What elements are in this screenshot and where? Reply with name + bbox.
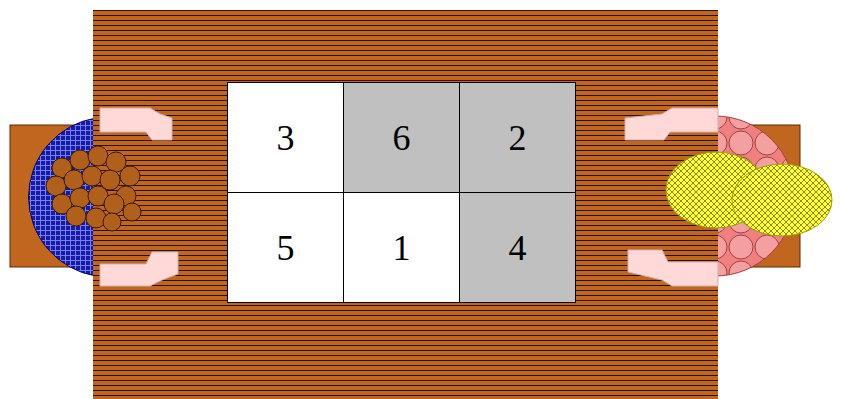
chair <box>100 108 172 140</box>
chair <box>625 108 718 140</box>
cell-number: 3 <box>277 120 295 156</box>
table-top <box>93 10 718 399</box>
table-cell: 2 <box>459 82 576 193</box>
cell-number: 2 <box>509 120 527 156</box>
chair <box>628 250 718 286</box>
table-cell: 3 <box>227 82 344 193</box>
table-cell: 6 <box>343 82 460 193</box>
chair <box>100 252 178 286</box>
cookies <box>46 146 141 231</box>
cell-number: 4 <box>509 230 527 266</box>
blue-tray <box>29 118 96 276</box>
table-cell: 1 <box>343 192 460 303</box>
cell-number: 6 <box>393 120 411 156</box>
table-cell: 4 <box>459 192 576 303</box>
dish <box>732 164 832 236</box>
cell-number: 5 <box>277 230 295 266</box>
cell-number: 1 <box>393 230 411 266</box>
table-cell: 5 <box>227 192 344 303</box>
